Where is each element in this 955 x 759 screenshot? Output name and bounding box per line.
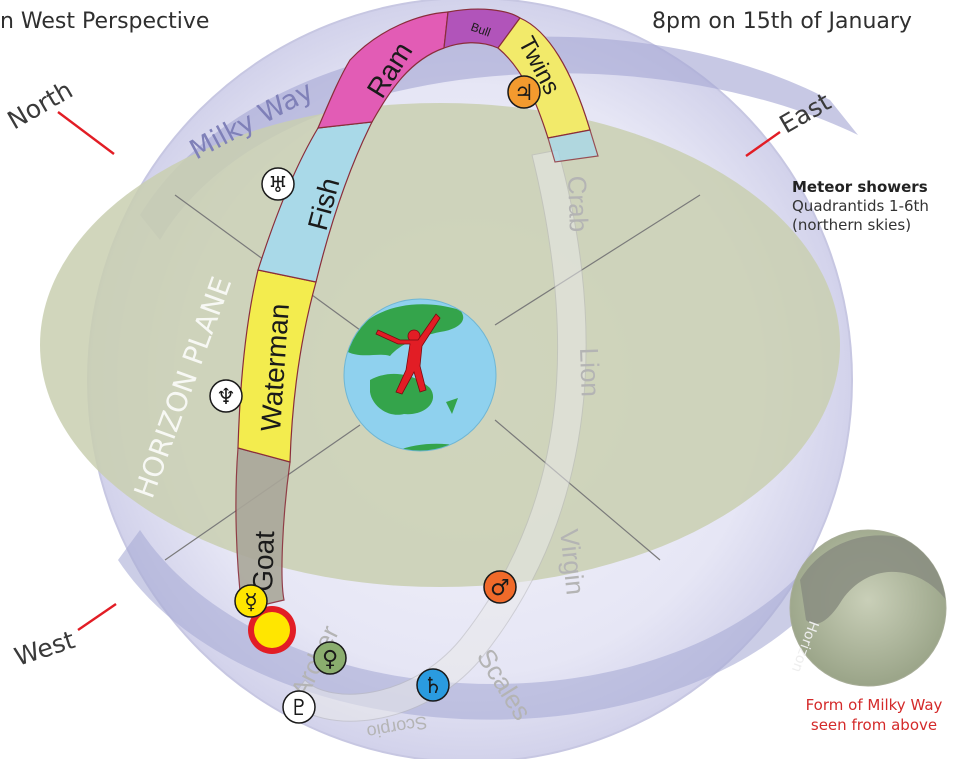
svg-text:♆: ♆ — [216, 385, 236, 410]
west-label: West — [11, 625, 79, 672]
observer-figure — [375, 313, 441, 395]
perspective-title: n West Perspective — [0, 9, 209, 34]
west-marker-line — [77, 603, 117, 631]
zodiac-label-goat: Goat — [247, 530, 280, 592]
sun-symbol — [248, 606, 296, 654]
inset-caption-line2: seen from above — [811, 716, 937, 734]
north-marker-line — [57, 111, 115, 155]
mars-icon: ♂ — [483, 570, 517, 604]
east-marker-line — [745, 131, 781, 157]
svg-text:♂: ♂ — [490, 576, 510, 601]
zodiac-label-lion: Lion — [574, 347, 606, 397]
north-label: North — [3, 75, 78, 135]
svg-text:♀: ♀ — [322, 647, 338, 672]
zodiac-label-virgin: Virgin — [554, 527, 591, 596]
inset-caption-line1: Form of Milky Way — [806, 696, 943, 714]
pluto-icon: ♇ — [282, 690, 316, 724]
svg-text:♄: ♄ — [423, 674, 443, 699]
meteor-showers-title: Meteor showers — [792, 178, 928, 196]
zodiac-ram-segment — [317, 11, 449, 129]
venus-icon: ♀ — [313, 641, 347, 675]
saturn-icon: ♄ — [416, 668, 450, 702]
uranus-icon: ♅ — [261, 167, 295, 201]
zodiac-waterman-segment — [237, 269, 317, 463]
zodiac-label-crab: Crab — [562, 175, 594, 232]
milky-way-inset: Horizon — [788, 529, 947, 687]
mercury-icon: ☿ — [234, 584, 268, 618]
neptune-icon: ♆ — [209, 379, 243, 413]
date-time-title: 8pm on 15th of January — [652, 9, 912, 34]
svg-text:♅: ♅ — [268, 173, 288, 198]
zodiac-fish-segment — [257, 121, 374, 283]
jupiter-icon: ♃ — [507, 75, 541, 109]
zodiac-label-bull: Bull — [469, 20, 493, 40]
svg-text:☿: ☿ — [244, 590, 258, 615]
meteor-showers-line2: (northern skies) — [792, 216, 911, 234]
meteor-showers-line1: Quadrantids 1-6th — [792, 197, 929, 215]
svg-text:♃: ♃ — [514, 81, 534, 106]
milky-way-band-front — [118, 530, 840, 720]
svg-text:♇: ♇ — [289, 696, 309, 721]
milky-way-band-back — [140, 36, 858, 240]
zodiac-crab-top-segment — [547, 129, 599, 163]
